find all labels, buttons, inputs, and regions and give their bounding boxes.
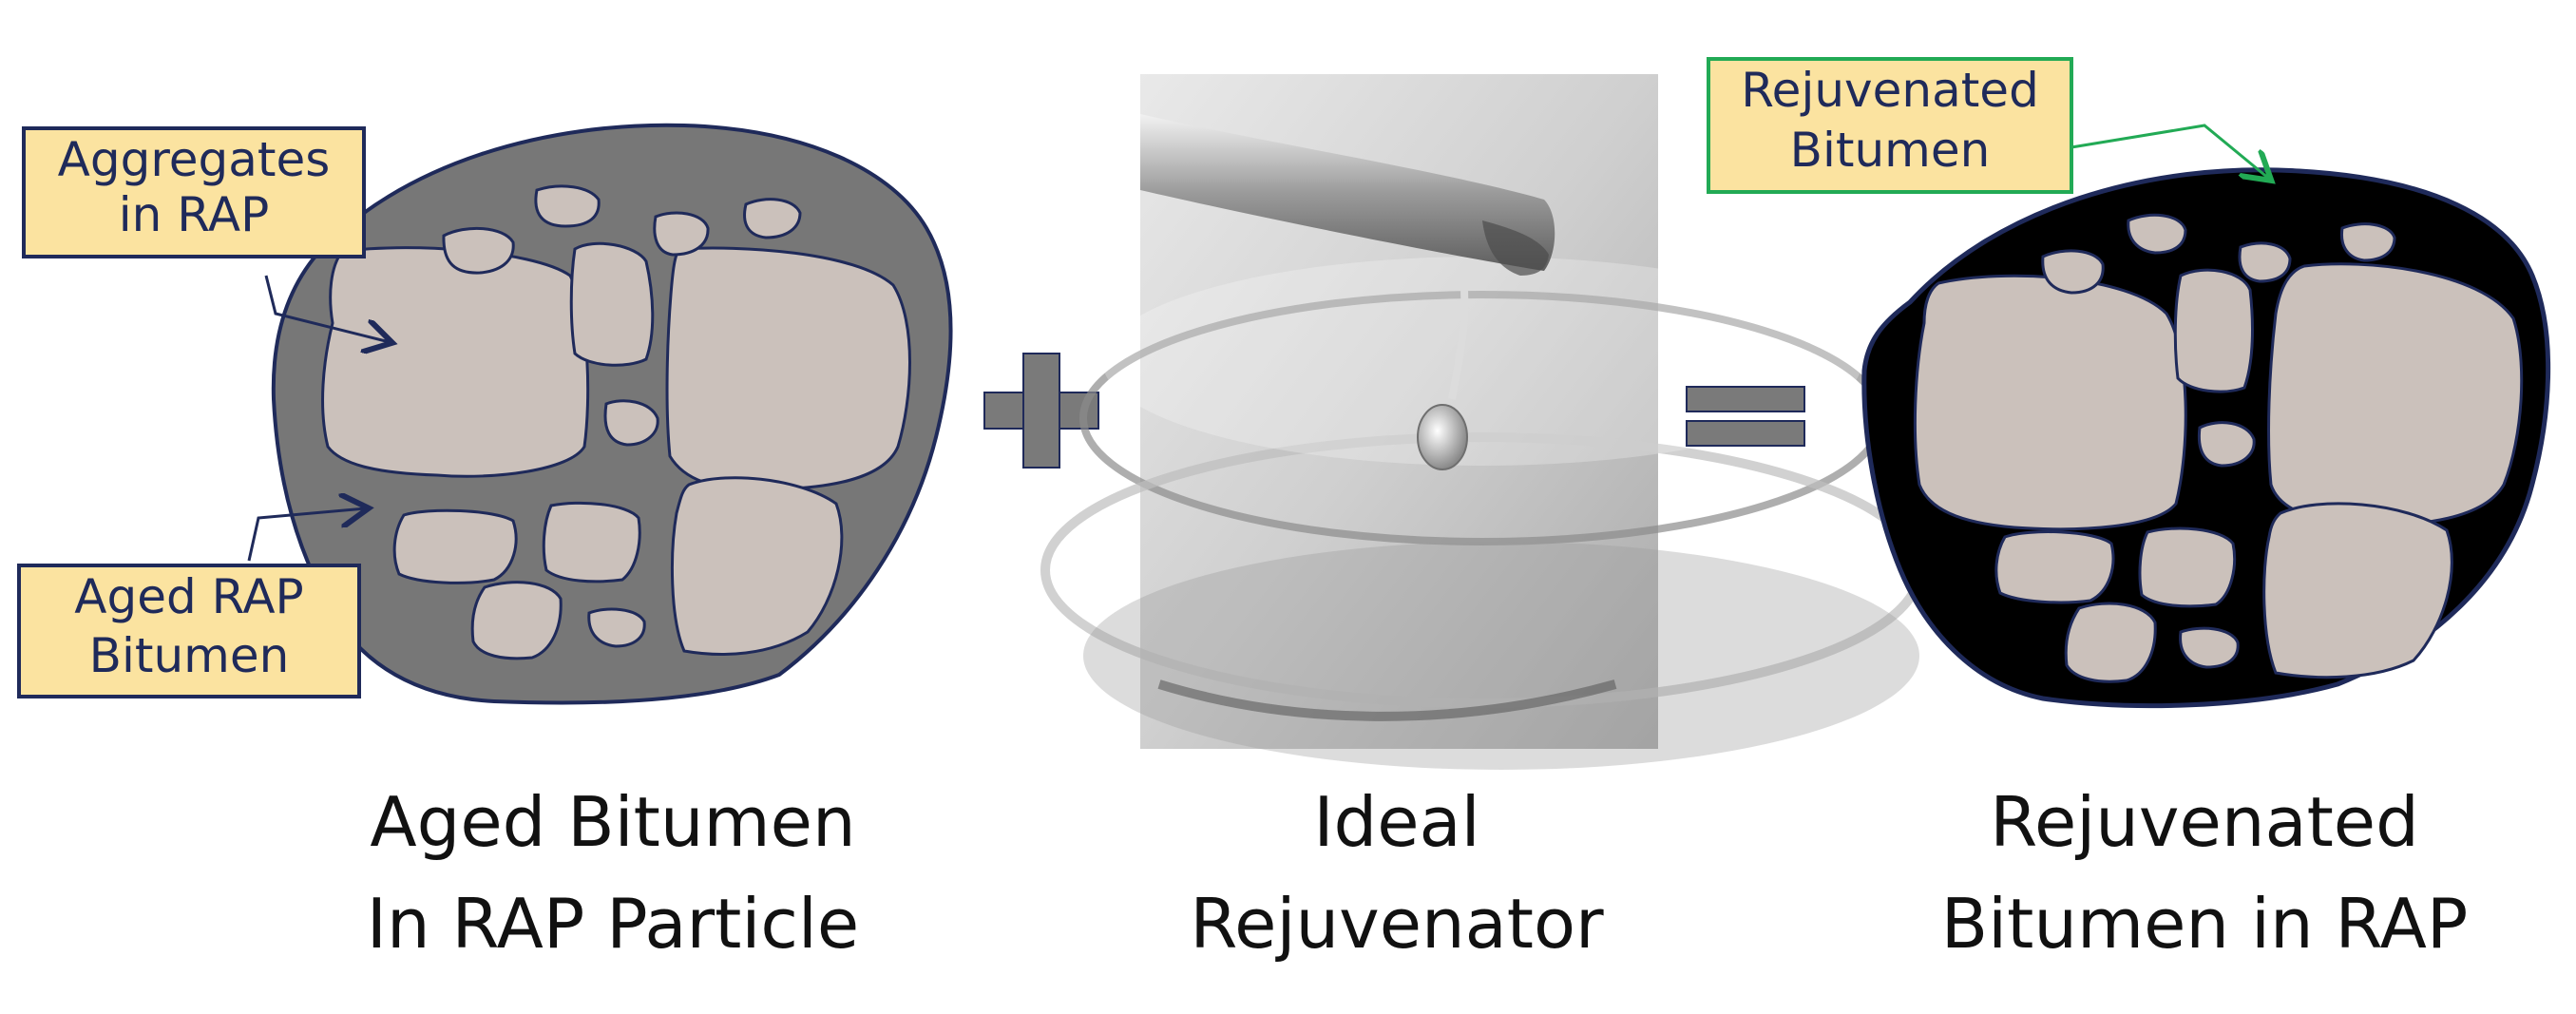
aggregate xyxy=(2267,262,2524,526)
callout-aged-bitumen: Aged RAP Bitumen xyxy=(17,508,366,698)
aggregate xyxy=(470,581,563,660)
callout-rejuvenated-line2: Bitumen xyxy=(1790,123,1991,178)
equals-sign-icon xyxy=(1686,386,1805,447)
callout-aged-arrow xyxy=(247,508,366,562)
aggregate xyxy=(603,399,659,447)
callout-rejuvenated-arrow xyxy=(2070,124,2269,179)
aggregate xyxy=(2179,626,2240,669)
caption-rejuvenator-line1: Ideal xyxy=(1313,782,1479,862)
aggregate xyxy=(2238,241,2292,283)
caption-rejuvenator: Ideal Rejuvenator xyxy=(1190,782,1604,964)
caption-aged-line2: In RAP Particle xyxy=(367,884,859,964)
callout-aged-line2: Bitumen xyxy=(89,628,290,683)
aggregate xyxy=(569,241,655,367)
rejuvenated-rap-particle xyxy=(1861,167,2551,709)
aggregate xyxy=(2041,249,2105,295)
callout-aged-line1: Aged RAP xyxy=(74,569,303,624)
aggregate xyxy=(321,246,590,478)
aggregate xyxy=(1994,530,2115,604)
aggregate xyxy=(2197,421,2256,468)
callout-aggregates: Aggregates in RAP xyxy=(22,126,390,342)
callout-rejuvenated-line1: Rejuvenated xyxy=(1741,63,2039,118)
caption-rejuvenated: Rejuvenated Bitumen in RAP xyxy=(1941,782,2469,964)
aggregate xyxy=(653,211,710,257)
aged-rap-particle xyxy=(271,123,953,705)
caption-rejuvenator-line2: Rejuvenator xyxy=(1190,884,1604,964)
caption-rejuvenated-line2: Bitumen in RAP xyxy=(1941,884,2469,964)
caption-rejuvenated-line1: Rejuvenated xyxy=(1990,782,2419,862)
callout-rejuvenated-bitumen: Rejuvenated Bitumen xyxy=(1707,57,2269,194)
aggregate xyxy=(2064,602,2157,683)
aggregate xyxy=(2173,268,2254,393)
aggregate xyxy=(392,508,518,584)
caption-aged-line1: Aged Bitumen xyxy=(370,782,855,862)
aggregate xyxy=(2262,502,2453,679)
callout-aggregates-line2: in RAP xyxy=(119,187,270,242)
aggregate xyxy=(665,246,911,491)
aggregate xyxy=(542,501,641,584)
aggregate xyxy=(743,198,802,239)
aggregate xyxy=(1913,274,2187,531)
callout-aggregates-arrow xyxy=(264,275,390,342)
aggregate xyxy=(2138,526,2237,608)
aggregate xyxy=(587,607,646,648)
plus-sign-icon xyxy=(983,353,1099,469)
aggregate xyxy=(442,226,515,275)
aggregate xyxy=(2339,222,2396,262)
aggregate xyxy=(534,184,601,228)
rejuvenator-photo xyxy=(1040,74,1924,770)
aggregate xyxy=(2127,213,2187,255)
aggregate xyxy=(670,476,844,656)
callout-aggregates-line1: Aggregates xyxy=(58,132,331,187)
caption-aged: Aged Bitumen In RAP Particle xyxy=(367,782,859,964)
